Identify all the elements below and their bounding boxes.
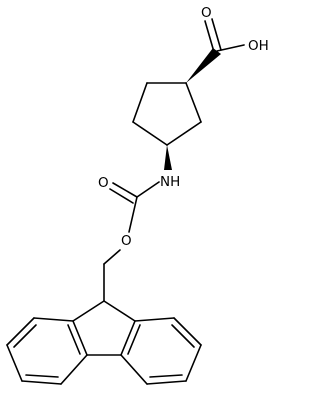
cyclopentane-ring xyxy=(132,82,202,146)
bond-left-6 xyxy=(72,320,88,356)
bond-carbamate-co-1 xyxy=(112,182,138,198)
atom-label-carbonyl-o-carbamate: O xyxy=(98,175,109,191)
bond-right-inner-3 xyxy=(127,324,141,355)
fluorene-central-ring xyxy=(72,300,136,356)
atom-label-hydroxyl: OH xyxy=(248,38,269,54)
atom-label-ester-o: O xyxy=(121,233,132,249)
bond-ring-c2-c3 xyxy=(132,82,148,123)
wedge-bond-ring-to-acid xyxy=(186,48,221,83)
bond-c9-c8a xyxy=(103,300,136,322)
bond-right-1 xyxy=(134,317,175,322)
bond-left-inner-1 xyxy=(13,324,37,348)
bond-acid-c-oh xyxy=(216,44,245,52)
bond-right-2 xyxy=(173,317,202,346)
chemical-structure-drawing: O OH NH O O xyxy=(6,5,269,385)
bond-left-5 xyxy=(60,354,88,385)
bond-right-inner-2 xyxy=(149,374,183,378)
bond-c9-c9a xyxy=(72,300,105,322)
bond-acid-co-2 xyxy=(211,18,222,51)
bond-ring-c3-c4 xyxy=(132,121,168,146)
bond-ring-c4-c5 xyxy=(166,121,202,146)
wedge-bond-ring-to-nh xyxy=(164,145,172,170)
bond-right-6 xyxy=(120,320,136,356)
bond-right-3 xyxy=(185,344,202,382)
bond-ester-o-ch2 xyxy=(103,249,121,265)
bond-right-5 xyxy=(120,354,148,385)
bond-left-2 xyxy=(6,317,35,346)
bond-carbonyl-c-ester-o xyxy=(128,196,138,233)
carbamate-group: O O xyxy=(98,175,160,249)
bond-left-1 xyxy=(33,317,74,322)
bond-acid-co-1 xyxy=(204,20,215,53)
fluorene-left-benzene-ring xyxy=(6,317,88,385)
bond-carbamate-co-2 xyxy=(109,188,134,204)
bond-left-inner-2 xyxy=(25,374,59,378)
bond-right-inner-1 xyxy=(171,324,195,348)
bond-right-4 xyxy=(146,380,187,385)
atom-label-carbonyl-o-acid: O xyxy=(201,5,212,21)
bond-ring-c5-c1 xyxy=(185,82,202,123)
fluorene-right-benzene-ring xyxy=(120,317,202,385)
bond-left-inner-3 xyxy=(67,324,81,355)
bond-left-4 xyxy=(21,380,62,385)
bond-n-carbonyl-c xyxy=(136,181,160,198)
carboxylic-acid-group: O OH xyxy=(201,5,269,54)
bond-left-3 xyxy=(6,344,23,382)
atom-label-amide-nh: NH xyxy=(160,174,180,190)
